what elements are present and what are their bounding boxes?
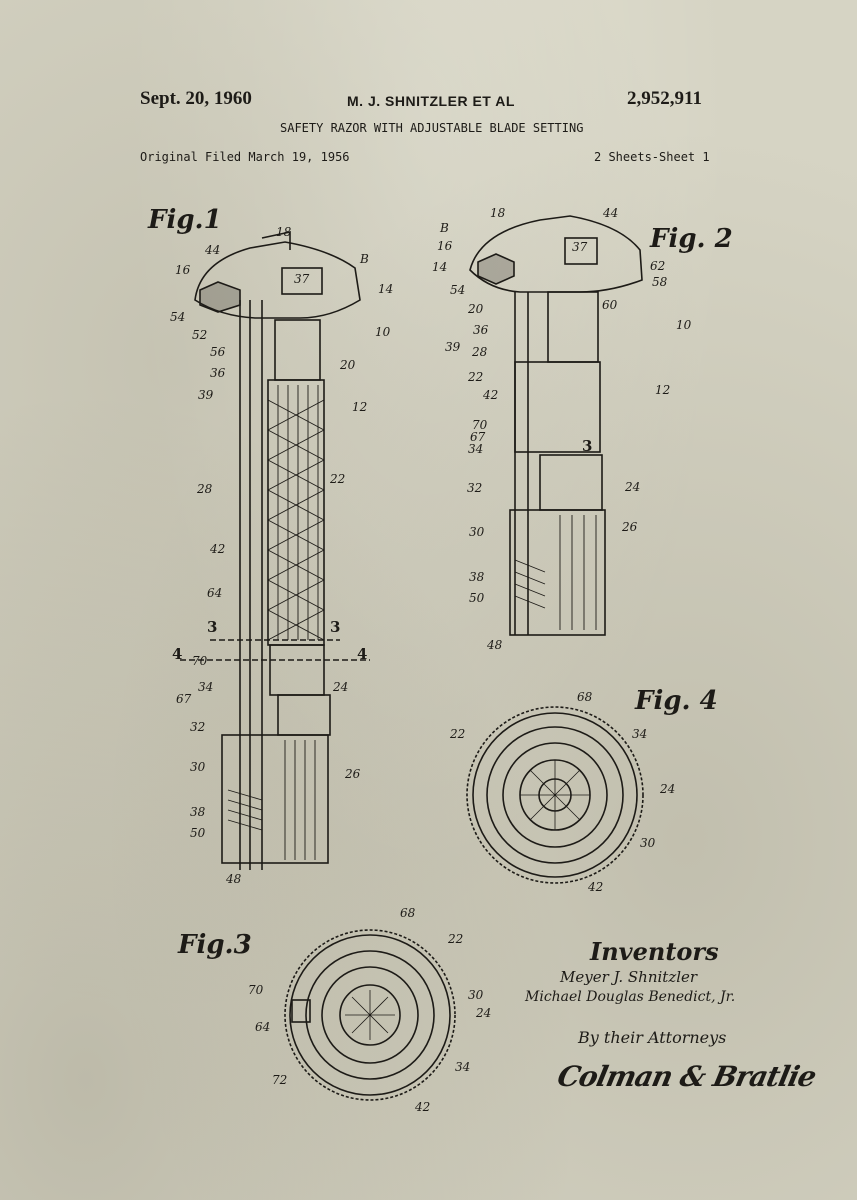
- inventor-header: M. J. SHNITZLER ET AL: [347, 93, 515, 109]
- ref-numeral: 67: [176, 692, 192, 706]
- ref-numeral: 34: [632, 727, 648, 741]
- attorneys-line: By their Attorneys: [578, 1028, 727, 1047]
- ref-numeral: 24: [476, 1006, 492, 1020]
- ref-numeral: 64: [255, 1020, 271, 1034]
- section-marker: 4: [357, 645, 368, 663]
- section-marker: 3: [582, 437, 593, 455]
- ref-numeral: 44: [603, 206, 619, 220]
- ref-numeral: 10: [375, 325, 391, 339]
- ref-numeral: 54: [170, 310, 186, 324]
- figure-4-drawing: [466, 706, 644, 884]
- ref-numeral: 48: [487, 638, 503, 652]
- ref-numeral: 10: [676, 318, 692, 332]
- ref-numeral: 22: [450, 727, 466, 741]
- ref-numeral: 30: [190, 760, 206, 774]
- ref-numeral: 28: [472, 345, 488, 359]
- section-marker: 3: [330, 618, 341, 636]
- fig1-title: Fig.1: [148, 205, 222, 235]
- ref-numeral: 26: [622, 520, 638, 534]
- ref-numeral: 68: [400, 906, 416, 920]
- ref-numeral: 32: [190, 720, 206, 734]
- ref-numeral: 14: [378, 282, 394, 296]
- ref-numeral: 18: [276, 225, 292, 239]
- ref-numeral: 70: [192, 654, 208, 668]
- ref-numeral: 24: [660, 782, 676, 796]
- ref-numeral: 70: [472, 418, 488, 432]
- ref-numeral: 60: [602, 298, 618, 312]
- ref-numeral: 30: [468, 988, 484, 1002]
- ref-numeral: 30: [469, 525, 485, 539]
- ref-numeral: 39: [445, 340, 461, 354]
- ref-numeral: 22: [448, 932, 464, 946]
- ref-numeral: 20: [468, 302, 484, 316]
- ref-numeral: 37: [294, 272, 310, 286]
- ref-numeral: 16: [175, 263, 191, 277]
- ref-numeral: 34: [455, 1060, 471, 1074]
- ref-numeral: 18: [490, 206, 506, 220]
- ref-numeral: 58: [652, 275, 668, 289]
- ref-numeral: 38: [190, 805, 206, 819]
- ref-numeral: 50: [190, 826, 206, 840]
- ref-numeral: 64: [207, 586, 223, 600]
- inventor-name-2: Michael Douglas Benedict, Jr.: [525, 989, 736, 1005]
- sheet-count: 2 Sheets-Sheet 1: [594, 150, 710, 164]
- ref-numeral: 70: [248, 983, 264, 997]
- ref-numeral: B: [360, 252, 369, 266]
- figure-1-drawing: [180, 231, 370, 870]
- ref-numeral: 22: [468, 370, 484, 384]
- ref-numeral: 68: [577, 690, 593, 704]
- fig3-title: Fig.3: [178, 930, 252, 960]
- patent-date: Sept. 20, 1960: [140, 88, 252, 109]
- ref-numeral: B: [440, 221, 449, 235]
- ref-numeral: 22: [330, 472, 346, 486]
- filing-date: Original Filed March 19, 1956: [140, 150, 350, 164]
- ref-numeral: 24: [625, 480, 641, 494]
- ref-numeral: 50: [469, 591, 485, 605]
- figure-3-drawing: [284, 929, 456, 1101]
- ref-numeral: 42: [588, 880, 604, 894]
- inventor-name-1: Meyer J. Shnitzler: [560, 968, 698, 986]
- ref-numeral: 42: [210, 542, 226, 556]
- ref-numeral: 72: [272, 1073, 288, 1087]
- ref-numeral: 39: [198, 388, 214, 402]
- ref-numeral: 52: [192, 328, 208, 342]
- ref-numeral: 48: [226, 872, 242, 886]
- ref-numeral: 24: [333, 680, 349, 694]
- ref-numeral: 54: [450, 283, 466, 297]
- ref-numeral: 26: [345, 767, 361, 781]
- ref-numeral: 14: [432, 260, 448, 274]
- figure-2-drawing: [469, 215, 643, 636]
- section-marker: 3: [207, 618, 218, 636]
- ref-numeral: 32: [467, 481, 483, 495]
- ref-numeral: 12: [352, 400, 368, 414]
- ref-numeral: 36: [473, 323, 489, 337]
- ref-numeral: 38: [469, 570, 485, 584]
- ref-numeral: 12: [655, 383, 671, 397]
- section-marker: 4: [172, 645, 183, 663]
- ref-numeral: 56: [210, 345, 226, 359]
- attorney-signature: Colman & Bratlie: [554, 1060, 819, 1093]
- ref-numeral: 37: [572, 240, 588, 254]
- ref-numeral: 62: [650, 259, 666, 273]
- ref-numeral: 28: [197, 482, 213, 496]
- patent-number: 2,952,911: [627, 88, 702, 109]
- ref-numeral: 20: [340, 358, 356, 372]
- inventors-heading: Inventors: [590, 937, 719, 966]
- fig4-title: Fig. 4: [635, 686, 718, 716]
- ref-numeral: 67: [470, 430, 486, 444]
- ref-numeral: 30: [640, 836, 656, 850]
- fig2-title: Fig. 2: [650, 224, 733, 254]
- ref-numeral: 16: [437, 239, 453, 253]
- ref-numeral: 42: [415, 1100, 431, 1114]
- ref-numeral: 42: [483, 388, 499, 402]
- ref-numeral: 36: [210, 366, 226, 380]
- ref-numeral: 34: [198, 680, 214, 694]
- patent-title: SAFETY RAZOR WITH ADJUSTABLE BLADE SETTI…: [280, 121, 584, 135]
- ref-numeral: 44: [205, 243, 221, 257]
- ref-numeral: 34: [468, 442, 484, 456]
